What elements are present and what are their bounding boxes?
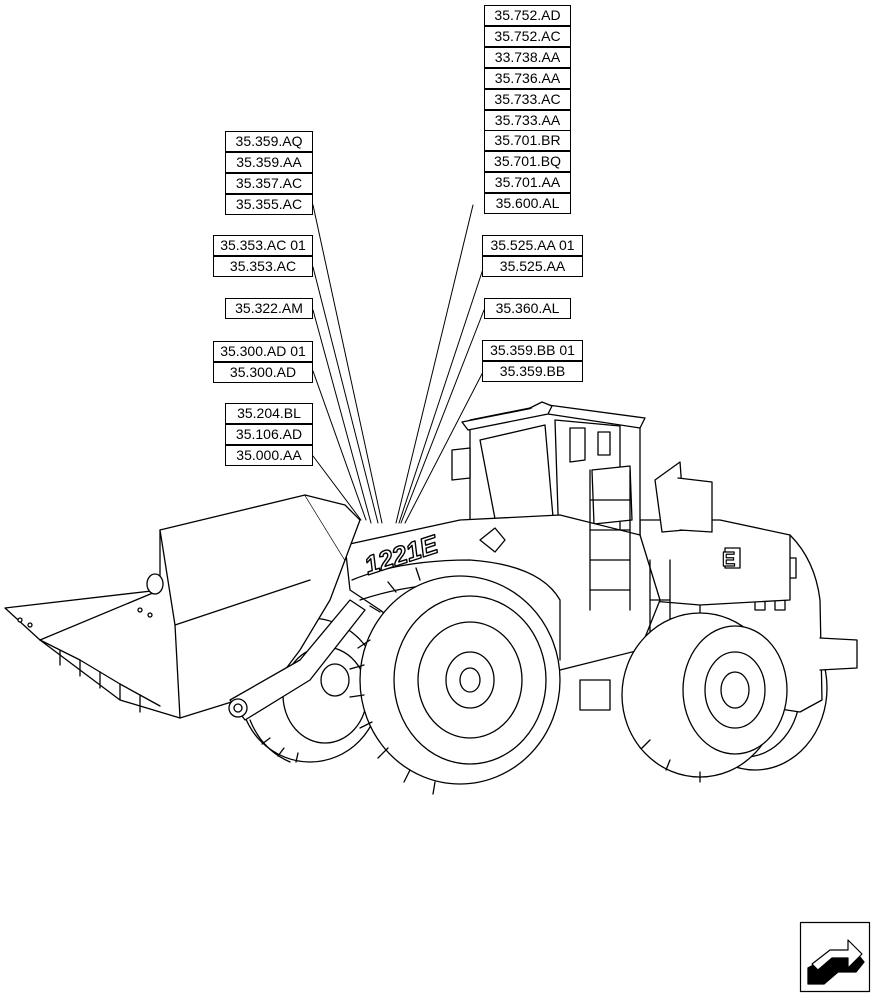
lift-arm [229,600,365,720]
part-ref-label[interactable]: 35.701.BQ [484,151,571,173]
front-wheel-near [350,568,560,794]
part-ref-label[interactable]: 35.736.AA [484,67,571,89]
part-ref-label[interactable]: 35.359.AQ [225,131,313,152]
leader-lines [313,205,484,523]
rear-wheel-near [622,613,787,782]
part-ref-label[interactable]: 35.701.BR [484,130,571,152]
part-ref-label[interactable]: 35.752.AC [484,25,571,47]
part-ref-label[interactable]: 35.355.AC [225,193,313,215]
part-ref-label[interactable]: 35.359.BB [482,360,583,382]
part-ref-label[interactable]: 35.106.AD [225,423,313,445]
part-ref-label[interactable]: 35.701.AA [484,172,571,194]
part-ref-label[interactable]: 35.733.AA [484,109,571,131]
part-ref-label[interactable]: 35.360.AL [484,298,571,319]
loader-bucket [5,495,360,718]
part-ref-label[interactable]: 35.752.AD [484,5,571,26]
part-ref-label[interactable]: 35.000.AA [225,444,313,466]
part-ref-label[interactable]: 35.733.AC [484,88,571,110]
part-ref-label[interactable]: 35.353.AC 01 [213,235,313,256]
engine-hood [640,462,790,605]
side-letter-e: E [722,549,735,571]
next-page-button[interactable] [800,922,870,992]
part-ref-label[interactable]: 33.738.AA [484,46,571,68]
part-ref-label[interactable]: 35.300.AD 01 [213,341,313,362]
part-ref-label[interactable]: 35.353.AC [213,255,313,277]
part-ref-label[interactable]: 35.204.BL [225,403,313,424]
part-ref-label[interactable]: 35.359.BB 01 [482,340,583,361]
part-ref-label[interactable]: 35.525.AA 01 [482,235,583,256]
part-ref-label[interactable]: 35.357.AC [225,172,313,194]
next-page-arrow-icon [801,923,870,992]
part-ref-label[interactable]: 35.359.AA [225,151,313,173]
part-ref-label[interactable]: 35.600.AL [484,193,571,215]
part-ref-label[interactable]: 35.525.AA [482,255,583,277]
part-ref-label[interactable]: 35.300.AD [213,361,313,383]
part-ref-label[interactable]: 35.322.AM [225,298,313,319]
